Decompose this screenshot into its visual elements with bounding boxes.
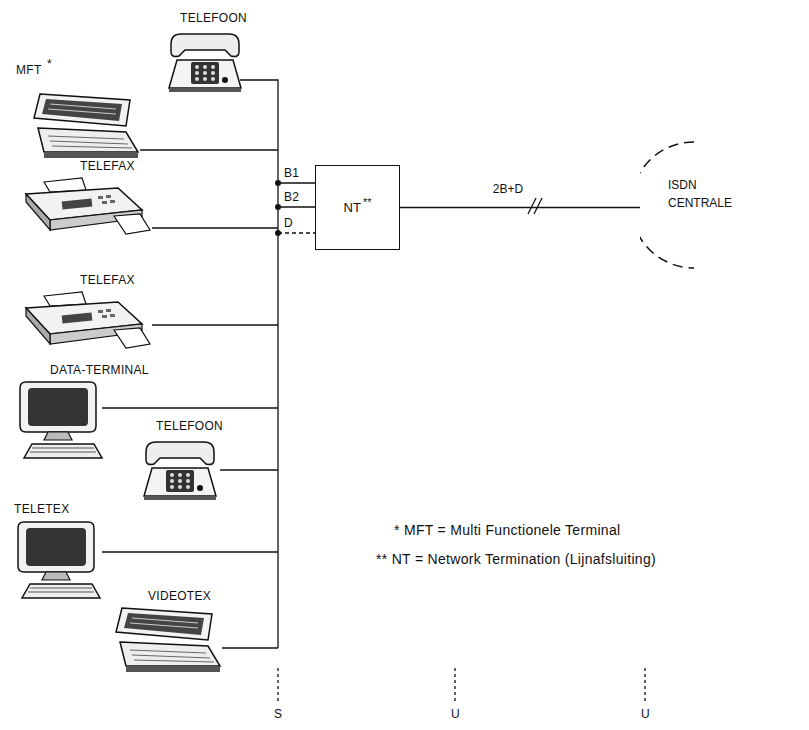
edge-label: 2B+D (491, 182, 525, 196)
device-label: MFT (16, 64, 42, 77)
device-label: VIDEOTEX (148, 590, 211, 603)
device-label: TELEFOON (156, 420, 223, 433)
reference-point: S (274, 708, 282, 721)
device-label: TELEFOON (180, 12, 247, 25)
reference-point: U (641, 708, 650, 721)
device-label: TELETEX (14, 503, 69, 516)
footnote-mark: ** (363, 196, 372, 208)
device-label: DATA-TERMINAL (50, 364, 149, 377)
footnote-mark: * (47, 58, 52, 71)
line-connector (400, 207, 640, 208)
channel-label: B1 (284, 167, 299, 180)
exchange-arc: ISDN CENTRALE (640, 140, 760, 270)
channel-label: D (284, 217, 293, 230)
footnote-note: ** NT = Network Termination (Lijnafsluit… (376, 552, 656, 567)
reference-point: U (451, 708, 460, 721)
exchange-name: ISDN CENTRALE (640, 140, 740, 212)
device-label: TELEFAX (80, 274, 135, 287)
network-termination-box: NT** (315, 165, 400, 250)
footnote-note: * MFT = Multi Functionele Terminal (394, 523, 620, 538)
device-label: TELEFAX (80, 160, 135, 173)
channel-label: B2 (284, 191, 299, 204)
node-name: NT (344, 200, 361, 215)
